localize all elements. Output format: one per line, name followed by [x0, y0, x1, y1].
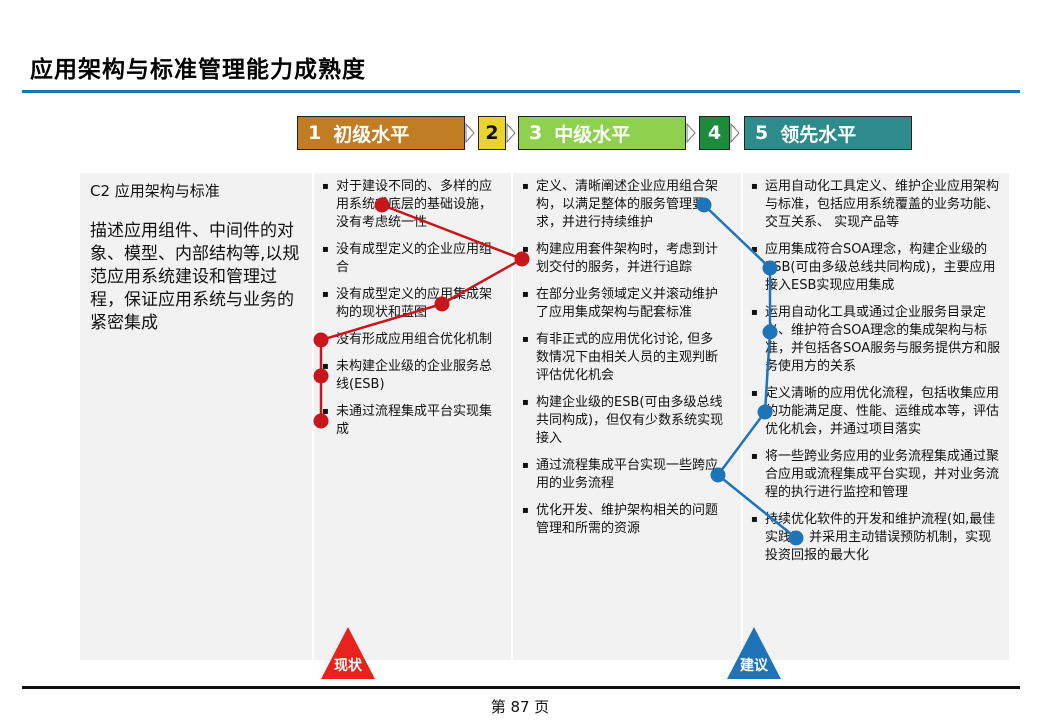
page-title: 应用架构与标准管理能力成熟度 — [30, 57, 366, 83]
list-item: 构建应用套件架构时，考虑到计划交付的服务，并进行追踪 — [522, 241, 726, 277]
level-3-label: 中级水平 — [554, 123, 631, 146]
leading-level-list: 运用自动化工具定义、维护企业应用架构与标准，包括应用系统覆盖的业务功能、交互关系… — [751, 178, 1003, 574]
list-item: 运用自动化工具或通过企业服务目录定义、维护符合SOA理念的集成架构与标准，并包括… — [751, 304, 1003, 376]
level-4-box: 4 — [699, 116, 730, 150]
list-item: 未通过流程集成平台实现集成 — [322, 403, 500, 439]
level-4-number: 4 — [707, 122, 722, 144]
current-state-triangle-icon — [321, 627, 375, 679]
level-1-number: 1 — [308, 122, 322, 144]
list-item: 优化开发、维护架构相关的问题管理和所需的资源 — [522, 502, 726, 538]
list-item: 运用自动化工具定义、维护企业应用架构与标准，包括应用系统覆盖的业务功能、交互关系… — [751, 178, 1003, 232]
list-item: 没有成型定义的应用集成架构的现状和蓝图 — [322, 286, 500, 322]
capability-heading: C2 应用架构与标准 — [90, 182, 220, 200]
list-item: 对于建设不同的、多样的应用系统或底层的基础设施，没有考虑统一性 — [322, 178, 500, 232]
level-connector-arrow-3 — [686, 122, 696, 144]
level-1-label: 初级水平 — [333, 123, 410, 146]
level-connector-arrow-2 — [506, 122, 516, 144]
list-item: 持续优化软件的开发和维护流程(如,最佳实践)，并采用主动错误预防机制，实现投资回… — [751, 511, 1003, 565]
list-item: 定义清晰的应用优化流程，包括收集应用的功能满足度、性能、运维成本等，评估优化机会… — [751, 385, 1003, 439]
list-item: 有非正式的应用优化讨论, 但多数情况下由相关人员的主观判断评估优化机会 — [522, 331, 726, 385]
level-connector-arrow-4 — [730, 122, 740, 144]
title-divider — [22, 90, 1020, 93]
list-item: 定义、清晰阐述企业应用组合架构，以满足整体的服务管理要求，并进行持续维护 — [522, 178, 726, 232]
intermediate-level-list: 定义、清晰阐述企业应用组合架构，以满足整体的服务管理要求，并进行持续维护 构建应… — [522, 178, 726, 547]
level-3-box: 3 中级水平 — [518, 116, 686, 150]
list-item: 在部分业务领域定义并滚动维护了应用集成架构与配套标准 — [522, 286, 726, 322]
page-number: 第 87 页 — [490, 698, 550, 716]
level-3-number: 3 — [529, 122, 543, 144]
recommended-label: 建议 — [740, 658, 768, 674]
current-state-label: 现状 — [334, 658, 362, 674]
level-5-number: 5 — [755, 122, 769, 144]
initial-level-list: 对于建设不同的、多样的应用系统或底层的基础设施，没有考虑统一性 没有成型定义的企… — [322, 178, 500, 448]
level-2-number: 2 — [485, 122, 499, 144]
capability-description: 描述应用组件、中间件的对象、模型、内部结构等,以规范应用系统建设和管理过程，保证… — [90, 221, 300, 333]
list-item: 应用集成符合SOA理念，构建企业级的ESB(可由多级总线共同构成)，主要应用接入… — [751, 241, 1003, 295]
level-5-label: 领先水平 — [780, 123, 857, 146]
level-5-box: 5 领先水平 — [744, 116, 912, 150]
intro-panel — [80, 173, 312, 660]
footer-divider — [22, 686, 1020, 689]
list-item: 没有成型定义的企业应用组合 — [322, 241, 500, 277]
level-2-box: 2 — [478, 116, 506, 150]
level-1-box: 1 初级水平 — [297, 116, 465, 150]
list-item: 构建企业级的ESB(可由多级总线共同构成)，但仅有少数系统实现接入 — [522, 394, 726, 448]
list-item: 没有形成应用组合优化机制 — [322, 331, 500, 349]
list-item: 将一些跨业务应用的业务流程集成通过聚合应用或流程集成平台实现，并对业务流程的执行… — [751, 448, 1003, 502]
level-connector-arrow-1 — [465, 122, 475, 144]
list-item: 未构建企业级的企业服务总线(ESB) — [322, 358, 500, 394]
list-item: 通过流程集成平台实现一些跨应用的业务流程 — [522, 457, 726, 493]
recommended-triangle-icon — [727, 627, 781, 679]
